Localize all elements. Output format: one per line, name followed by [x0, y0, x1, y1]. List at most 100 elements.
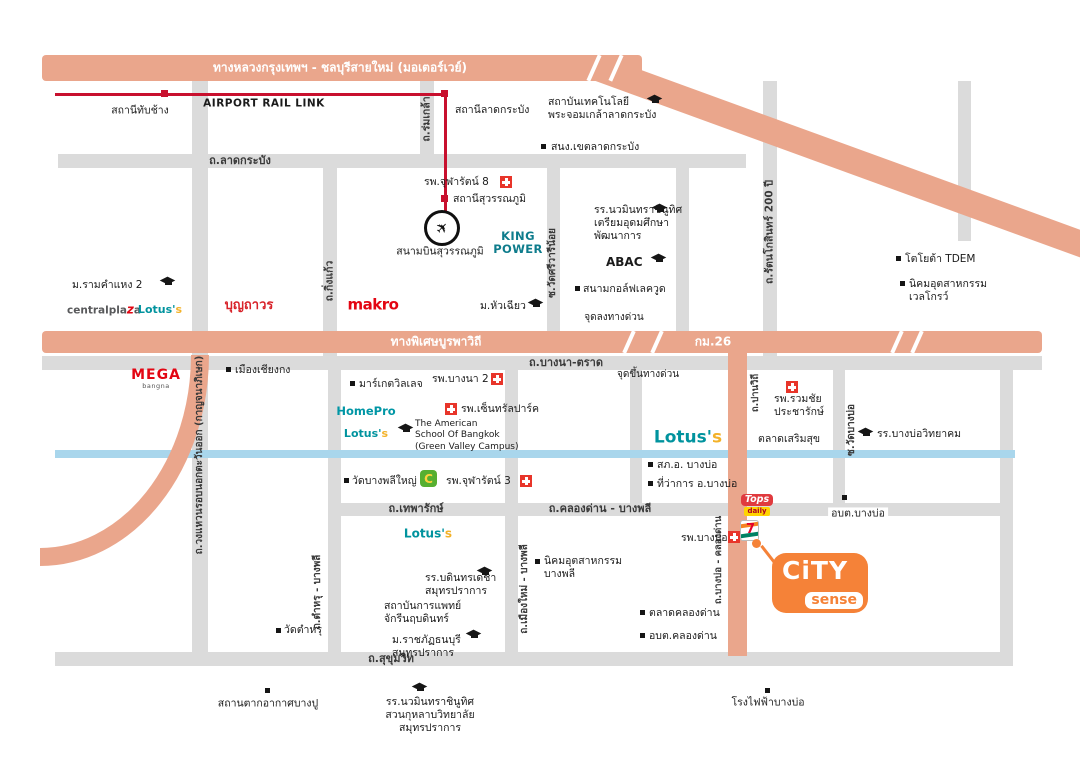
- poi-dot: [276, 628, 281, 633]
- poi-bangna2-hospital: รพ.บางนา 2: [432, 373, 489, 385]
- road-pan-withi: [728, 353, 747, 656]
- poi-nawamin-suankularb: รร.นวมินทราชินูทิศ สวนกุหลาบวิทยาลัย สมุ…: [385, 696, 475, 735]
- poi-sermsuk-market: ตลาดเสริมสุข: [758, 433, 821, 445]
- school-cap-icon: [652, 203, 668, 215]
- road-label-romklao: ถ.ร่มเกล้า: [420, 96, 433, 142]
- airport-rail-link-label: AIRPORT RAIL LINK: [203, 97, 325, 110]
- road-label-bangna-trad: ถ.บางนา-ตราด: [528, 356, 604, 370]
- road-label-bangbo-klongdan: ถ.บางบ่อ - คลองด่าน: [713, 515, 725, 605]
- king-power-logo: KING POWER: [493, 228, 543, 256]
- poi-dot: [648, 481, 653, 486]
- km26-marker: กม.26: [694, 334, 732, 349]
- road-label-ladkrabang: ถ.ลาดกระบัง: [209, 154, 271, 168]
- hospital-cross-icon: [786, 381, 798, 393]
- lotus-logo: Lotus's: [343, 427, 389, 441]
- road-label-muangmai-bangplee: ถ.เมืองใหม่ - บางพลี: [518, 544, 530, 634]
- station-label-suvarnabhumi: สถานีสุวรรณภูมิ: [453, 193, 527, 205]
- poi-nawamin-triam: รร.นวมินทราชินูทิศ เตรียมอุดมศึกษา พัฒนา…: [594, 204, 683, 243]
- expressway-exit-label: จุดลงทางด่วน: [584, 311, 644, 323]
- poi-wat-tamru: วัดตำหรุ: [284, 624, 322, 636]
- poi-police-bangbo: สภ.อ. บางบ่อ: [657, 459, 718, 471]
- poi-bangbo-wittayakom: รร.บางบ่อวิทยาคม: [877, 428, 962, 440]
- expressway-entrance-label: จุดขึ้นทางด่วน: [616, 368, 680, 380]
- road-sukhumvit: [55, 652, 1013, 666]
- lotus-logo: Lotus's: [137, 303, 183, 317]
- school-cap-icon: [160, 276, 176, 288]
- poi-bangbo-power-plant: โรงไฟฟ้าบางบ่อ: [731, 696, 805, 709]
- poi-ladkrabang-district-office: สนง.เขตลาดกระบัง: [551, 141, 640, 153]
- poi-dot: [900, 281, 905, 286]
- road-label-klongdan-bangplee: ถ.คลองด่าน - บางพลี: [548, 502, 652, 516]
- poi-ruamchai-hospital: รพ.รวมชัย ประชารักษ์: [774, 393, 824, 419]
- poi-chakri-medical: สถาบันการแพทย์ จักรีนฤบดินทร์: [384, 600, 462, 626]
- poi-dot: [640, 610, 645, 615]
- poi-wellgrow: นิคมอุตสาหกรรม เวลโกรว์: [909, 278, 988, 304]
- airport-rail-link-line: [55, 93, 447, 96]
- citysense-sub-wordmark: sense: [805, 591, 863, 609]
- hospital-cross-icon: [491, 373, 503, 385]
- school-cap-icon: [528, 298, 544, 310]
- poi-chularat8-hospital: รพ.จุฬารัตน์ 8: [424, 176, 489, 188]
- road-kingkaew: [323, 168, 337, 356]
- centralplaza-logo: centralplaza: [67, 302, 141, 317]
- poi-dot: [640, 633, 645, 638]
- poi-abt-klongdan: อบต.คลองด่าน: [649, 630, 717, 642]
- poi-dot: [842, 495, 847, 500]
- poi-suvarnabhumi-airport: สนามบินสุวรรณภูมิ: [396, 245, 484, 258]
- poi-dot: [226, 367, 231, 372]
- road-srivaree-connector: [676, 168, 689, 332]
- poi-abt-bangbo: อบต.บางบ่อ: [828, 507, 888, 521]
- station-label-ladkrabang: สถานีลาดกระบัง: [455, 104, 530, 116]
- poi-american-school: The American School Of Bangkok (Green Va…: [415, 419, 519, 452]
- school-cap-icon: [412, 682, 428, 694]
- road-label-tamru-bangplee: ถ.ตำหรุ - บางพลี: [311, 554, 323, 630]
- poi-abac: ABAC: [606, 255, 643, 269]
- poi-market-village: มาร์เกตวิลเลจ: [359, 378, 423, 390]
- poi-chularat3-hospital: รพ.จุฬารัตน์ 3: [446, 475, 511, 487]
- road-label-sukhumvit: ถ.สุขุมวิท: [368, 652, 414, 666]
- poi-bangbo-hospital: รพ.บางบ่อ: [681, 532, 728, 544]
- road-romklao: [420, 81, 434, 157]
- poi-bangpu-resort: สถานตากอากาศบางปู: [217, 697, 319, 710]
- road-bangbo-connector: [630, 370, 642, 505]
- poi-dot: [344, 478, 349, 483]
- poi-amphoe-bangbo: ที่ว่าการ อ.บางบ่อ: [657, 478, 738, 490]
- poi-chiangkong: เมืองเชียงกง: [235, 364, 291, 376]
- school-cap-icon: [398, 423, 414, 435]
- station-dot-ladkrabang: [441, 90, 448, 97]
- road-ladkrabang: [58, 154, 746, 168]
- airplane-icon: ✈: [424, 210, 460, 246]
- poi-ratchaphat-thonburi: ม.ราชภัฏธนบุรี สมุทรปราการ: [392, 634, 461, 660]
- citysense-logo: CiTY sense: [772, 553, 868, 613]
- lotus-logo-bangbo: Lotus's: [653, 427, 723, 448]
- road-label-outer-ring: ถ.วงแหวนรอบนอกตะวันออก (กาญจนาภิเษก): [193, 355, 205, 555]
- expressway-label: ทางพิเศษบูรพาวิถี: [390, 334, 482, 349]
- road-label-soi-wat-sri-waree-noi: ซ.วัดศรีวารีน้อย: [546, 228, 558, 298]
- poi-dot: [535, 559, 540, 564]
- poi-klongdan-market: ตลาดคลองด่าน: [649, 607, 720, 619]
- station-dot-tabchang: [161, 90, 168, 97]
- school-cap-icon: [858, 427, 874, 439]
- road-soi-wat-bangbo: [833, 370, 845, 505]
- hospital-cross-icon: [445, 403, 457, 415]
- c-store-logo: C: [420, 470, 437, 487]
- school-cap-icon: [466, 629, 482, 641]
- poi-dot: [765, 688, 770, 693]
- poi-central-park-hospital: รพ.เซ็นทรัลปาร์ค: [461, 403, 540, 415]
- road-label-rattanakosin-200: ถ.รัตนโกสินทร์ 200 ปี: [763, 179, 776, 285]
- station-label-tabchang: สถานีทับช้าง: [111, 104, 169, 117]
- ring-road-ramp-curve: [39, 354, 209, 566]
- poi-toyota-tdem: โตโยต้า TDEM: [905, 253, 976, 265]
- poi-ramkhamhaeng2: ม.รามคำแหง 2: [72, 279, 143, 291]
- road-rattanakosin-200: [763, 81, 777, 356]
- makro-logo: makro: [347, 295, 399, 314]
- boonthavorn-logo: บุญถาวร: [224, 297, 274, 313]
- station-dot-suvarnabhumi: [441, 195, 448, 202]
- motorway-band: [42, 55, 642, 81]
- expressway-band: [42, 331, 1042, 353]
- hospital-cross-icon: [500, 176, 512, 188]
- poi-dot: [648, 462, 653, 467]
